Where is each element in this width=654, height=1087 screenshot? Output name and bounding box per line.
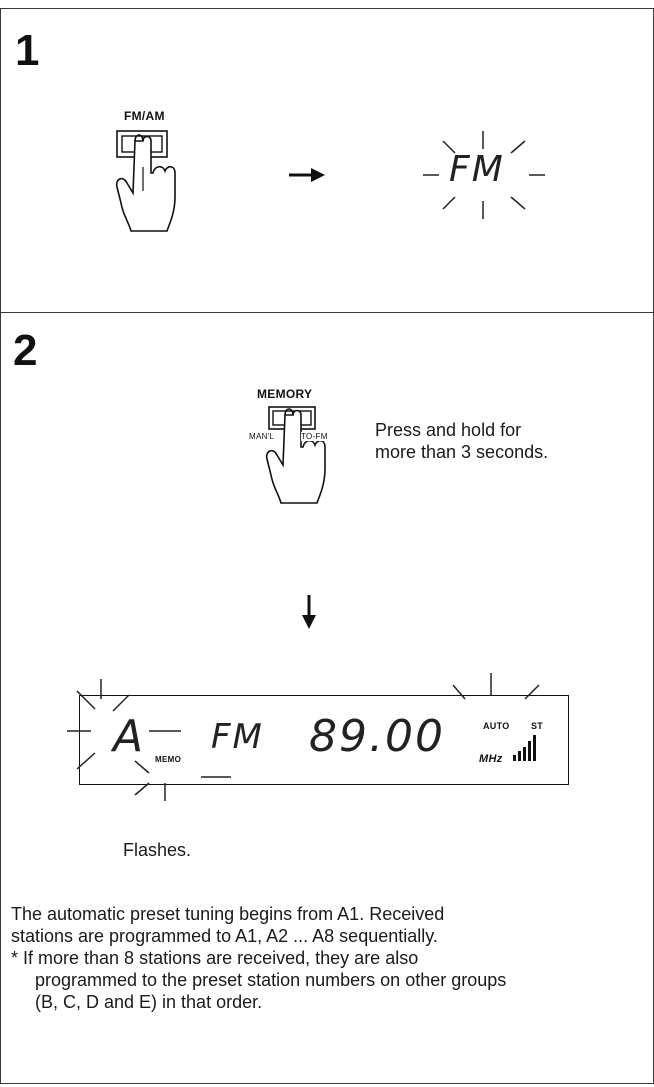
fm-am-button-label: FM/AM bbox=[124, 109, 165, 123]
step-2-panel: 2 MEMORY MAN'L TO-FM Press and hold for … bbox=[0, 312, 654, 1084]
note-line-5: (B, C, D and E) in that order. bbox=[35, 992, 263, 1012]
memo-indicator: MEMO bbox=[155, 755, 182, 764]
flash-rays-icon bbox=[423, 131, 545, 219]
flashes-label: Flashes. bbox=[123, 840, 192, 860]
memory-button-label: MEMORY bbox=[257, 387, 313, 401]
note-line-4: programmed to the preset station numbers… bbox=[35, 970, 507, 990]
band-display: FM bbox=[211, 717, 264, 757]
arrow-right-icon bbox=[289, 168, 325, 182]
note-line-3: * If more than 8 stations are received, … bbox=[11, 948, 419, 968]
fm-display-text: FM bbox=[449, 149, 505, 190]
frequency-display: 89.00 bbox=[309, 711, 445, 762]
to-fm-sub-label: TO-FM bbox=[301, 432, 328, 441]
step-1-panel: 1 FM/AM FM bbox=[0, 8, 654, 314]
instruction-line-2: more than 3 seconds. bbox=[375, 442, 549, 462]
step-number: 2 bbox=[13, 326, 38, 375]
manual-sub-label: MAN'L bbox=[249, 432, 275, 441]
group-letter-display: A bbox=[113, 711, 146, 762]
note-line-1: The automatic preset tuning begins from … bbox=[11, 904, 445, 924]
hand-pressing-fm-am-button-icon[interactable] bbox=[113, 127, 193, 237]
step-number: 1 bbox=[15, 26, 40, 75]
instruction-line-1: Press and hold for bbox=[375, 420, 522, 440]
mhz-unit: MHz bbox=[479, 753, 503, 765]
note-line-2: stations are programmed to A1, A2 ... A8… bbox=[11, 926, 438, 946]
arrow-down-icon bbox=[302, 595, 316, 629]
flash-rays-icon bbox=[67, 673, 540, 801]
hand-pressing-memory-button-icon[interactable] bbox=[259, 403, 349, 513]
signal-strength-icon bbox=[513, 735, 536, 761]
lcd-display bbox=[79, 695, 569, 785]
stereo-indicator: ST bbox=[531, 721, 544, 731]
auto-indicator: AUTO bbox=[483, 721, 510, 731]
